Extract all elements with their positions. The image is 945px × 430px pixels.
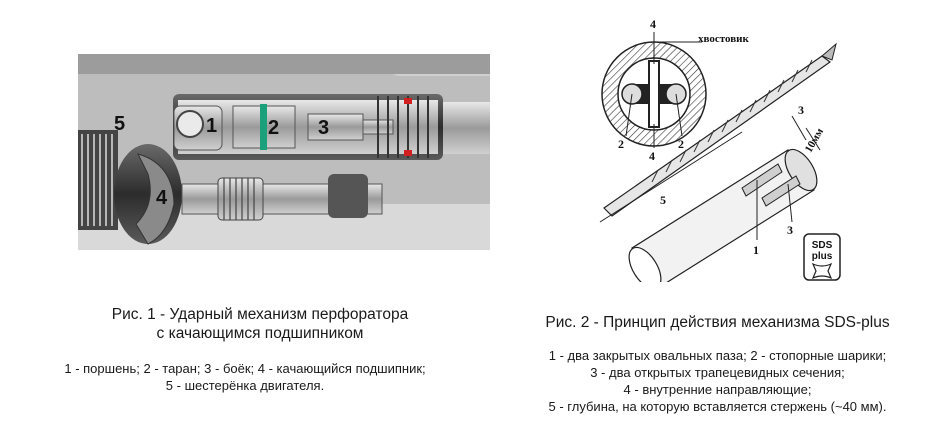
figure2-legend-line2: 3 - два открытых трапецевидных сечения; (590, 365, 845, 380)
label-motor-gear: 5 (114, 113, 125, 135)
label-oval-slot: 1 (753, 243, 759, 257)
figure1-legend-line2: 5 - шестерёнка двигателя. (165, 378, 325, 393)
sds-plus-logo: SDS plus (803, 233, 841, 281)
label-ram: 2 (268, 117, 279, 139)
figure2-legend: 1 - два закрытых овальных паза; 2 - стоп… (490, 347, 945, 415)
sds-plus-figure: 4 хвостовик 2 4 2 5 3 10мм 3 1 (599, 17, 841, 282)
figure1-legend: 1 - поршень; 2 - таран; 3 - боёк; 4 - ка… (0, 360, 490, 394)
label-10mm: 10мм (803, 126, 827, 155)
figure2-caption-line: Рис. 2 - Принцип действия механизма SDS-… (545, 314, 890, 331)
label-striker: 3 (318, 117, 329, 139)
figure2-caption: Рис. 2 - Принцип действия механизма SDS-… (490, 313, 945, 332)
label-ball-right: 2 (678, 137, 684, 151)
label-guide-bottom: 4 (649, 149, 655, 163)
label-shank: хвостовик (698, 33, 750, 45)
label-wobble-bearing: 4 (156, 187, 168, 209)
drill-bit (603, 42, 837, 217)
svg-text:plus: plus (812, 251, 833, 262)
label-trapezoid-top: 3 (798, 103, 804, 117)
hammer-mechanism-figure: 1 2 3 4 5 (78, 54, 490, 250)
figure1-caption-line2: с качающимся подшипником (156, 325, 364, 342)
figure1-legend-line1: 1 - поршень; 2 - таран; 3 - боёк; 4 - ка… (64, 361, 426, 376)
label-piston: 1 (206, 115, 217, 137)
figure1-caption-line1: Рис. 1 - Ударный механизм перфоратора (111, 306, 409, 323)
figure2-legend-line3: 4 - внутренние направляющие; (623, 382, 812, 397)
chuck-sleeve (628, 148, 818, 282)
label-ball-left: 2 (618, 137, 624, 151)
label-depth: 5 (660, 193, 666, 207)
figure2-legend-line4: 5 - глубина, на которую вставляется стер… (548, 399, 887, 414)
label-guide-top: 4 (650, 17, 656, 31)
figure2-legend-line1: 1 - два закрытых овальных паза; 2 - стоп… (548, 348, 887, 363)
svg-text:SDS: SDS (812, 240, 833, 251)
label-trapezoid-bottom: 3 (787, 223, 793, 237)
figure1-caption: Рис. 1 - Ударный механизм перфоратора с … (40, 305, 480, 343)
